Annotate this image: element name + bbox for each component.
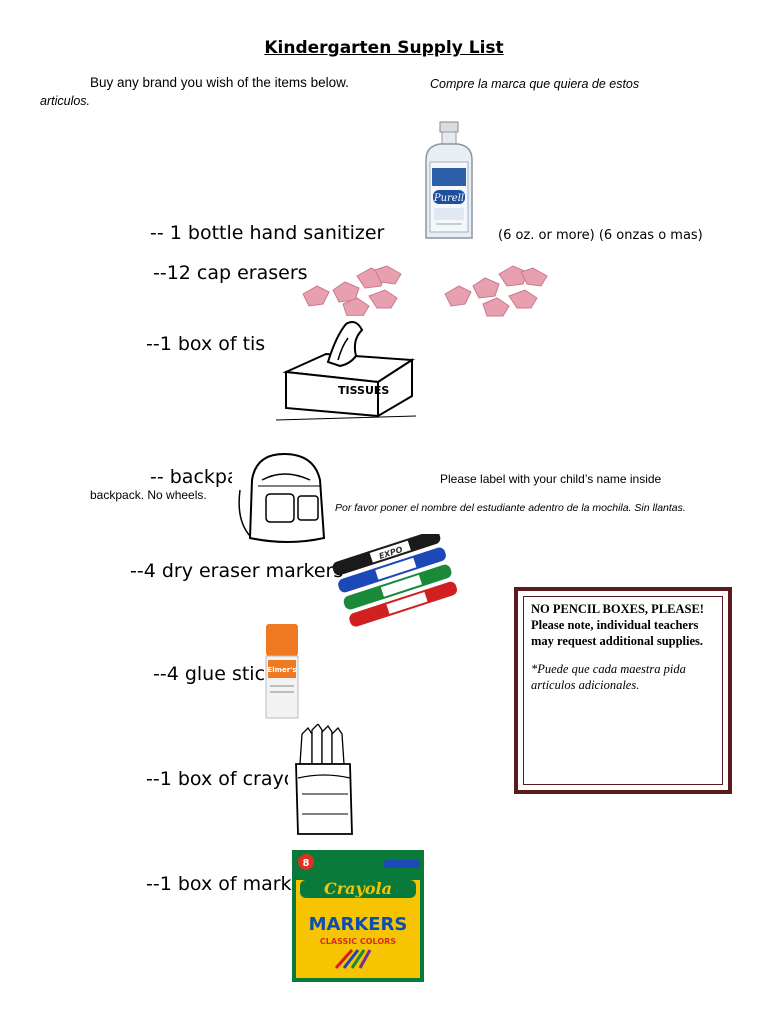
notice-additional-supplies: Please note, individual teachers may req… [531, 618, 704, 648]
sanitizer-note: (6 oz. or more) (6 onzas o mas) [498, 228, 703, 243]
tissue-box-label: TISSUES [338, 384, 389, 397]
crayola-count: 8 [303, 858, 310, 869]
page-title: Kindergarten Supply List [264, 38, 504, 58]
hand-sanitizer-image: Purell [418, 120, 480, 242]
backpack-note-spanish: Por favor poner el nombre del estudiante… [335, 502, 686, 514]
tissue-box-image: TISSUES [266, 316, 422, 428]
intro-spanish-cont: articulos. [40, 94, 91, 108]
backpack-note-english: Please label with your child’s name insi… [440, 472, 662, 486]
item-dry-erase-markers: --4 dry eraser markers [130, 560, 344, 582]
notice-spanish: *Puede que cada maestra pida articulos a… [531, 662, 686, 692]
crayola-product: MARKERS [309, 914, 408, 935]
dry-erase-markers-image: EXPO [330, 530, 464, 630]
crayola-brand: Crayola [324, 879, 392, 898]
notice-no-pencil-boxes: NO PENCIL BOXES, PLEASE! [531, 602, 704, 616]
intro-spanish: Compre la marca que quiera de estos [430, 77, 640, 91]
crayola-markers-image: 8 Crayola MARKERS CLASSIC COLORS [292, 850, 424, 982]
backpack-note-english-cont: backpack. No wheels. [90, 488, 207, 502]
cap-erasers-image [295, 264, 555, 320]
item-crayons: --1 box of crayons [146, 768, 318, 790]
crayola-sub: CLASSIC COLORS [320, 937, 396, 946]
item-cap-erasers: --12 cap erasers [153, 262, 308, 284]
notice-box: NO PENCIL BOXES, PLEASE! Please note, in… [514, 587, 732, 794]
item-markers: --1 box of markers [146, 873, 321, 895]
item-glue-sticks: --4 glue sticks [153, 663, 286, 685]
glue-label: Elmer's [268, 666, 297, 674]
item-hand-sanitizer: -- 1 bottle hand sanitizer [150, 222, 385, 244]
backpack-image [232, 450, 338, 546]
crayon-box-image [288, 722, 360, 842]
intro-english: Buy any brand you wish of the items belo… [90, 75, 349, 90]
sanitizer-brand-text: Purell [433, 193, 464, 204]
glue-stick-image: Elmer's [262, 622, 302, 726]
